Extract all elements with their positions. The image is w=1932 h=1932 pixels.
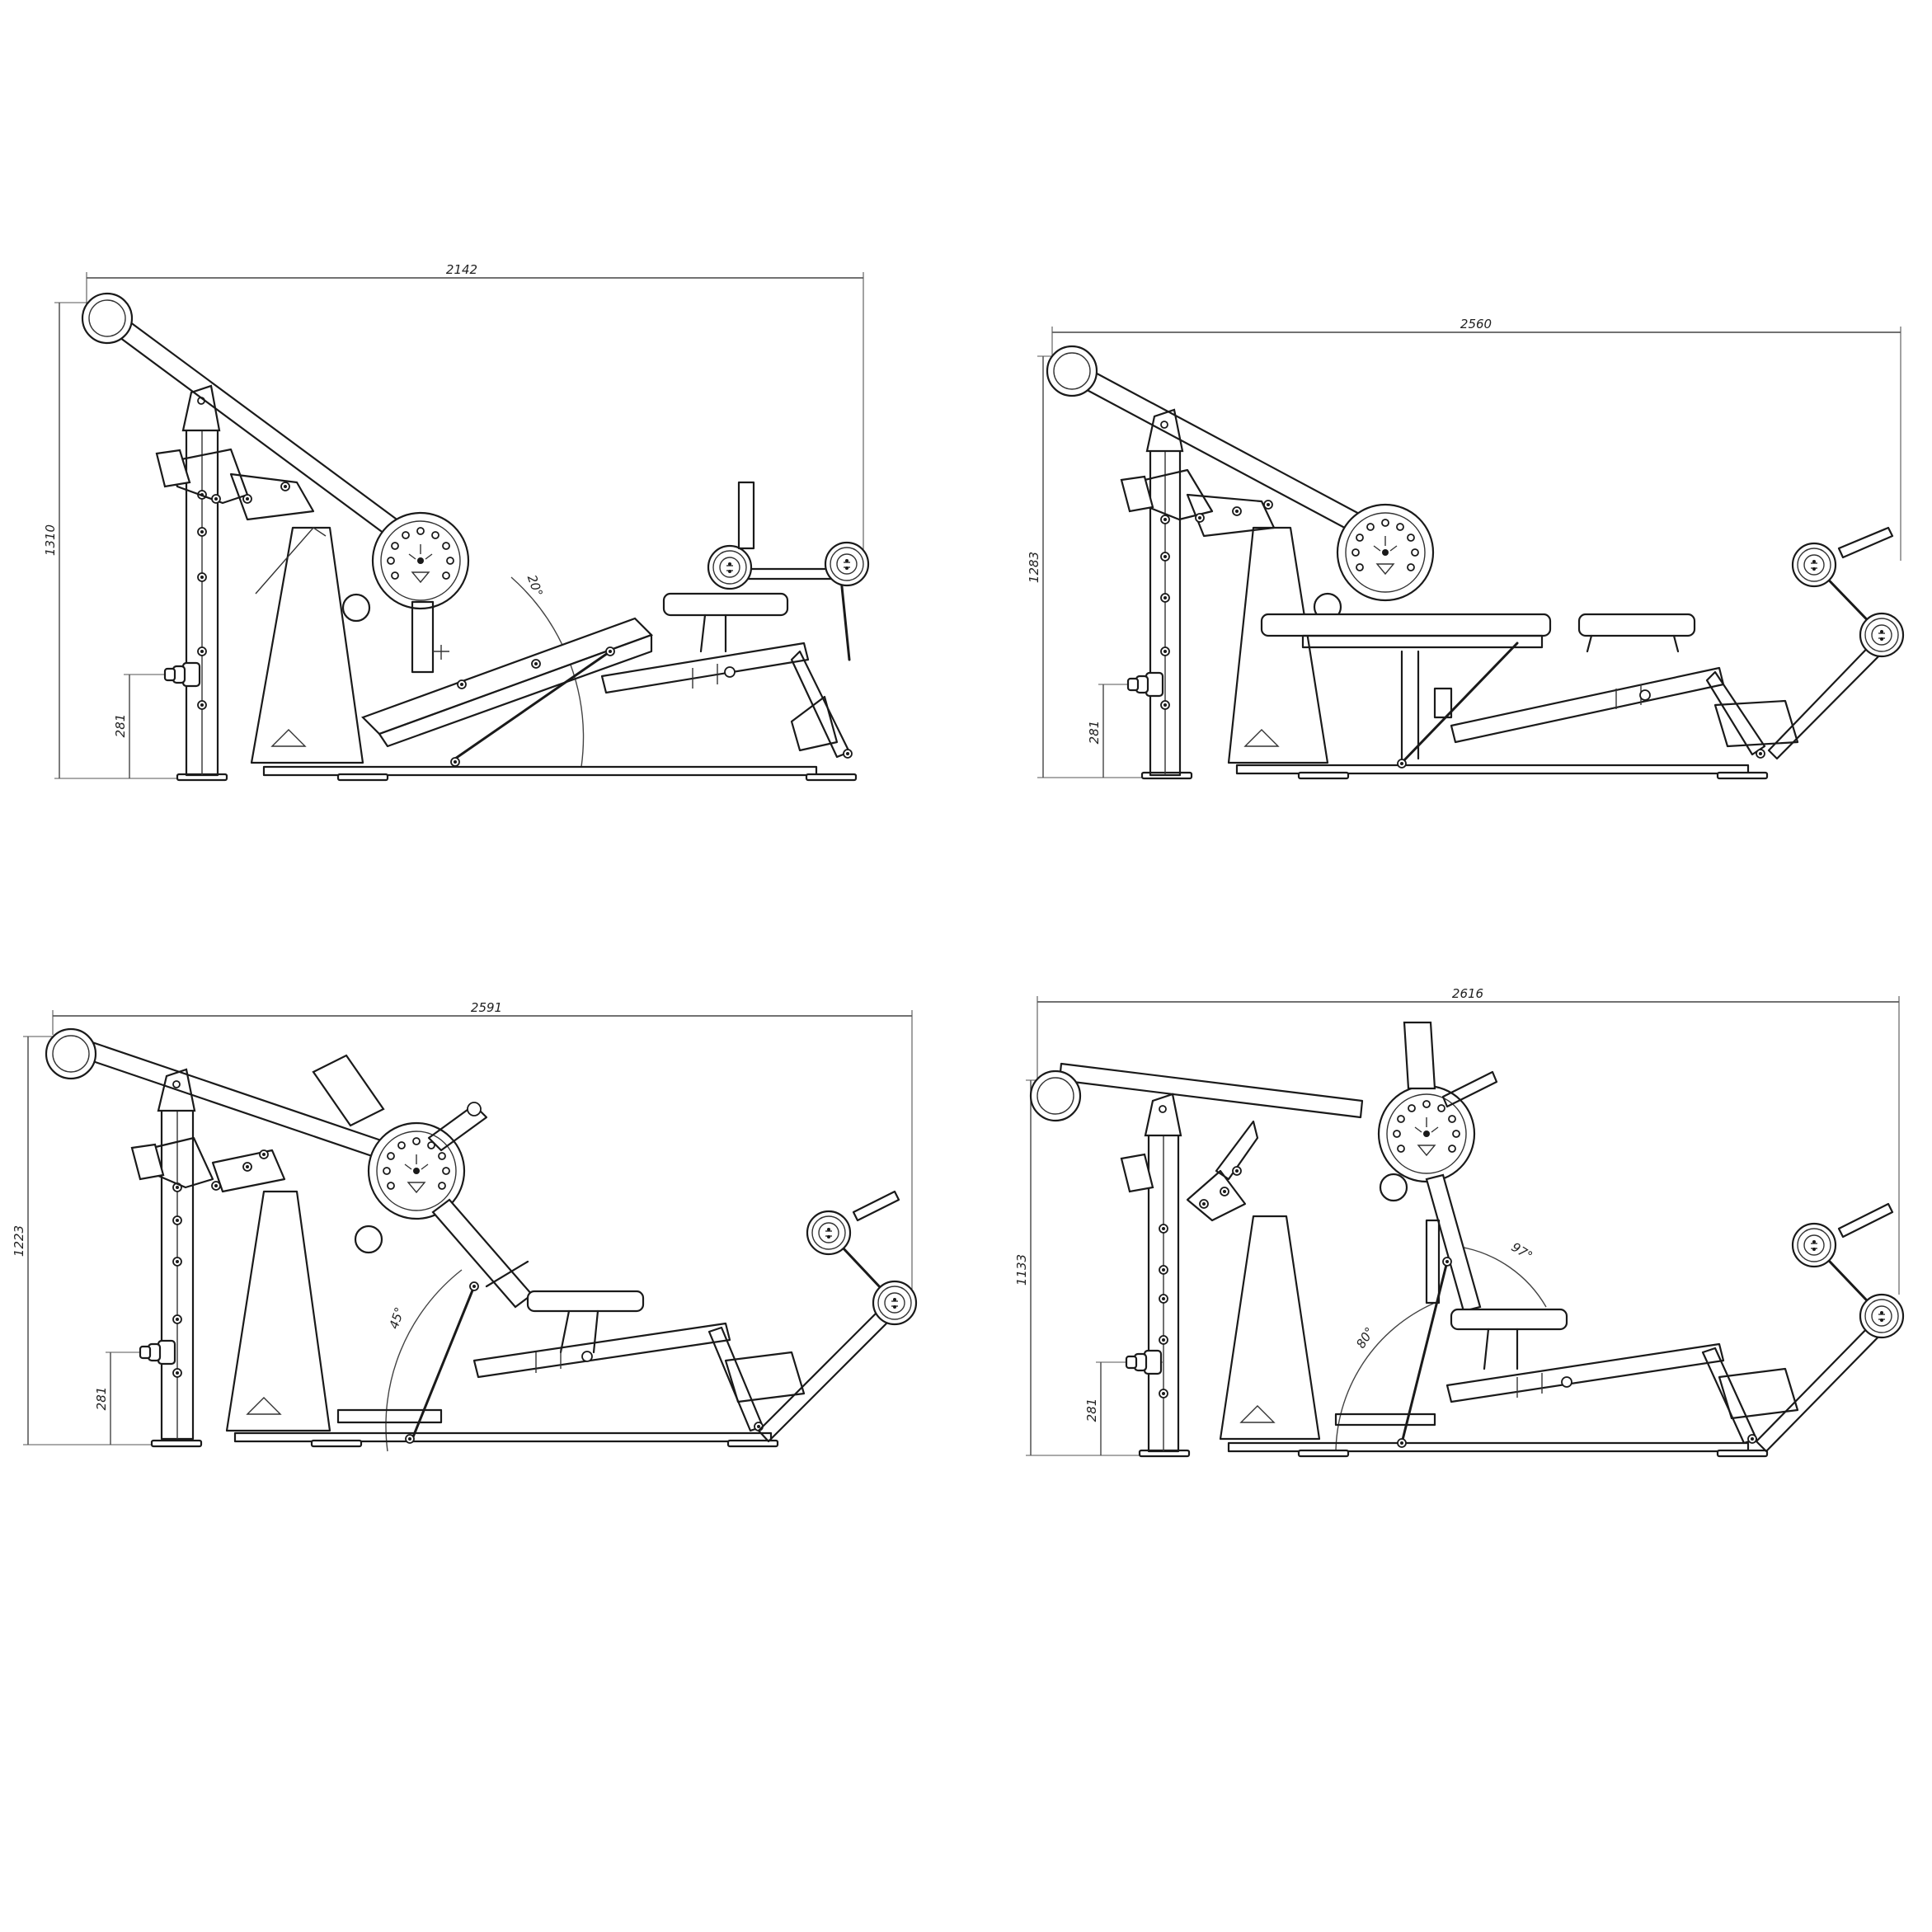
view-3-dimension-lines [23, 1010, 913, 1445]
view-2-diagram: 2560 1283 281 [1027, 317, 1905, 780]
view-1-handle-height-dimension: 281 [113, 714, 128, 738]
view-2-machine [1046, 345, 1905, 780]
view-4-angle-dimension-2: 97° [1509, 1239, 1535, 1263]
view-4-diagram: 2616 1133 281 80° 97° [1014, 986, 1905, 1458]
view-4-dimension-lines [1026, 996, 1900, 1456]
view-2-length-dimension: 2560 [1460, 317, 1492, 331]
view-3-diagram: 2591 1223 281 45° [12, 1000, 918, 1452]
view-4-angle-dimension: 80° [1353, 1324, 1377, 1351]
view-4-handle-height-dimension: 281 [1084, 1398, 1099, 1422]
view-1-angle-dimension: 20° [524, 573, 546, 599]
view-2-handle-height-dimension: 281 [1087, 721, 1102, 745]
view-1-diagram: 2142 1310 281 20° [43, 262, 870, 782]
view-4-length-dimension: 2616 [1452, 986, 1483, 1001]
view-4-angle-arc-2 [1459, 1246, 1547, 1308]
view-1-length-dimension: 2142 [446, 262, 477, 277]
view-1-machine [81, 292, 870, 782]
view-3-handle-height-dimension: 281 [94, 1387, 109, 1411]
view-1-height-dimension: 1310 [43, 524, 58, 556]
view-3-length-dimension: 2591 [471, 1000, 502, 1015]
view-3-angle-dimension: 45° [387, 1305, 407, 1331]
view-4-machine [1029, 1021, 1905, 1458]
view-2-height-dimension: 1283 [1027, 552, 1041, 583]
view-1-dimension-lines [54, 272, 864, 779]
view-3-height-dimension: 1223 [12, 1225, 26, 1257]
view-3-angle-arc [385, 1269, 463, 1452]
view-4-angle-arc [1335, 1302, 1436, 1456]
view-4-height-dimension: 1133 [1014, 1254, 1029, 1286]
view-3-machine [45, 1027, 918, 1448]
